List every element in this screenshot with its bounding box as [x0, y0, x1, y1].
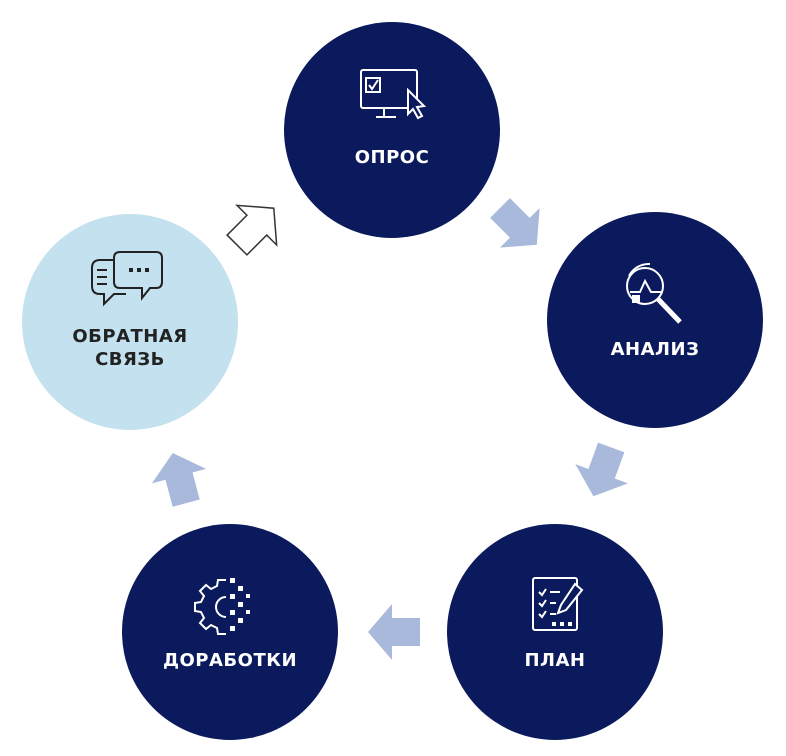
arrow-shape	[490, 198, 540, 248]
monitor-checkbox-cursor-icon	[360, 69, 427, 120]
arrow-survey-to-analysis	[490, 198, 540, 248]
node-circle	[22, 214, 238, 430]
checklist-pencil-icon	[532, 577, 584, 631]
gear-pixels-icon	[194, 578, 250, 635]
magnifier-chart-icon	[626, 262, 682, 324]
node-label-feedback-line1: ОБРАТНАЯ	[72, 326, 187, 347]
node-improvements: ДОРАБОТКИ	[122, 524, 338, 740]
node-feedback: ОБРАТНАЯ СВЯЗЬ	[22, 214, 238, 430]
node-label-analysis: АНАЛИЗ	[611, 339, 700, 360]
node-label-survey: ОПРОС	[355, 147, 430, 168]
node-label-improvements: ДОРАБОТКИ	[163, 650, 297, 671]
node-analysis: АНАЛИЗ	[547, 212, 763, 428]
arrow-plan-to-improvements	[368, 604, 420, 660]
node-label-feedback-line2: СВЯЗЬ	[95, 349, 165, 370]
arrow-shape	[151, 452, 207, 507]
arrow-improvements-to-feedback	[151, 452, 207, 507]
node-circle	[547, 212, 763, 428]
chat-bubbles-icon	[91, 251, 163, 307]
arrow-feedback-to-survey	[226, 204, 278, 256]
arrow-shape	[226, 204, 278, 256]
node-plan: ПЛАН	[447, 524, 663, 740]
node-circle	[447, 524, 663, 740]
node-circle	[122, 524, 338, 740]
node-label-plan: ПЛАН	[524, 650, 585, 671]
arrow-analysis-to-plan	[575, 442, 628, 497]
node-survey: ОПРОС	[284, 22, 500, 238]
arrow-shape	[368, 604, 420, 660]
node-circle	[284, 22, 500, 238]
arrow-shape	[575, 442, 628, 497]
